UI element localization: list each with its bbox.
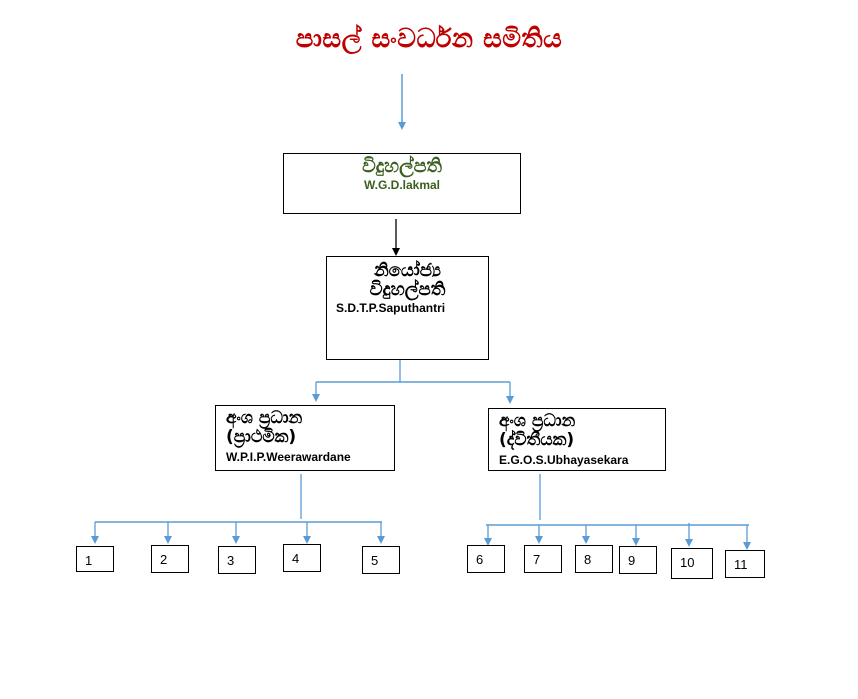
unit-box-4: 4: [283, 544, 321, 572]
deputy-principal-name: S.D.T.P.Saputhantri: [336, 301, 446, 315]
connector-primary-to-units: [91, 474, 385, 544]
primary-section-head-name: W.P.I.P.Weerawardane: [226, 450, 351, 464]
unit-box-9: 9: [619, 546, 657, 574]
connector-secondary-to-units: [484, 474, 751, 550]
primary-role-line-1: අංශ ප්‍රධාන: [226, 408, 303, 428]
principal-box: විදුහල්පති W.G.D.lakmal: [283, 153, 521, 214]
unit-box-6: 6: [467, 545, 505, 573]
secondary-section-head-name: E.G.O.S.Ubhayasekara: [499, 453, 629, 467]
diagram-title: පාසල් සංවර්ධන සමිතිය: [295, 24, 563, 54]
unit-box-11: 11: [725, 550, 765, 578]
principal-role: විදුහල්පති: [362, 155, 442, 177]
unit-box-7: 7: [524, 545, 562, 573]
deputy-principal-role: නියෝජ්‍ය විදුහල්පති: [327, 261, 488, 299]
unit-box-3: 3: [218, 546, 256, 574]
secondary-role-line-1: අංශ ප්‍රධාන: [499, 411, 576, 431]
unit-box-1: 1: [76, 546, 114, 572]
secondary-section-head-box: අංශ ප්‍රධාන (ද්විතීයක) E.G.O.S.Ubhayasek…: [488, 408, 666, 471]
unit-box-10: 10: [671, 548, 713, 579]
principal-name: W.G.D.lakmal: [363, 178, 441, 192]
primary-section-role: අංශ ප්‍රධාන (ප්‍රාථමික): [226, 409, 394, 447]
connector-deputy-to-sections: [312, 360, 514, 404]
unit-box-5: 5: [362, 546, 400, 574]
deputy-role-line-2: විදුහල්පති: [369, 279, 446, 300]
secondary-section-role: අංශ ප්‍රධාන (ද්විතීයක): [499, 412, 665, 450]
deputy-role-line-1: නියෝජ්‍ය: [374, 260, 441, 281]
deputy-principal-box: නියෝජ්‍ය විදුහල්පති S.D.T.P.Saputhantri: [326, 256, 489, 360]
primary-role-line-2: (ප්‍රාථමික): [226, 427, 297, 447]
unit-box-8: 8: [575, 545, 613, 573]
primary-section-head-box: අංශ ප්‍රධාන (ප්‍රාථමික) W.P.I.P.Weerawar…: [215, 405, 395, 471]
secondary-role-line-2: (ද්විතීයක): [499, 430, 575, 450]
unit-box-2: 2: [151, 545, 189, 573]
